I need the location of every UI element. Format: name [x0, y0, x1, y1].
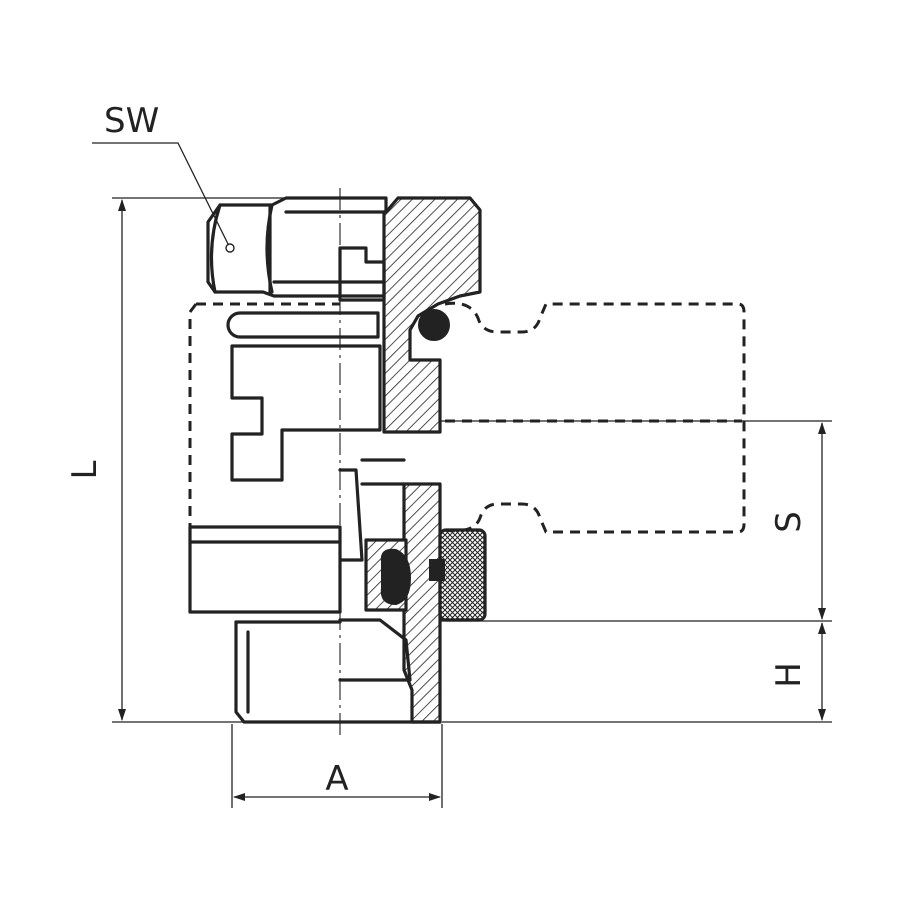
label-port-spacing: S: [769, 511, 809, 533]
section-body: [338, 196, 487, 724]
o-ring-upper: [418, 309, 450, 341]
label-diameter: A: [325, 759, 348, 799]
knurled-ring: [438, 528, 487, 622]
exterior-body: [188, 196, 388, 724]
label-wrench-size: SW: [104, 101, 159, 141]
label-height: H: [769, 662, 809, 688]
o-ring-lower: [380, 548, 412, 606]
label-length: L: [65, 460, 105, 479]
port-outline: [444, 301, 746, 534]
